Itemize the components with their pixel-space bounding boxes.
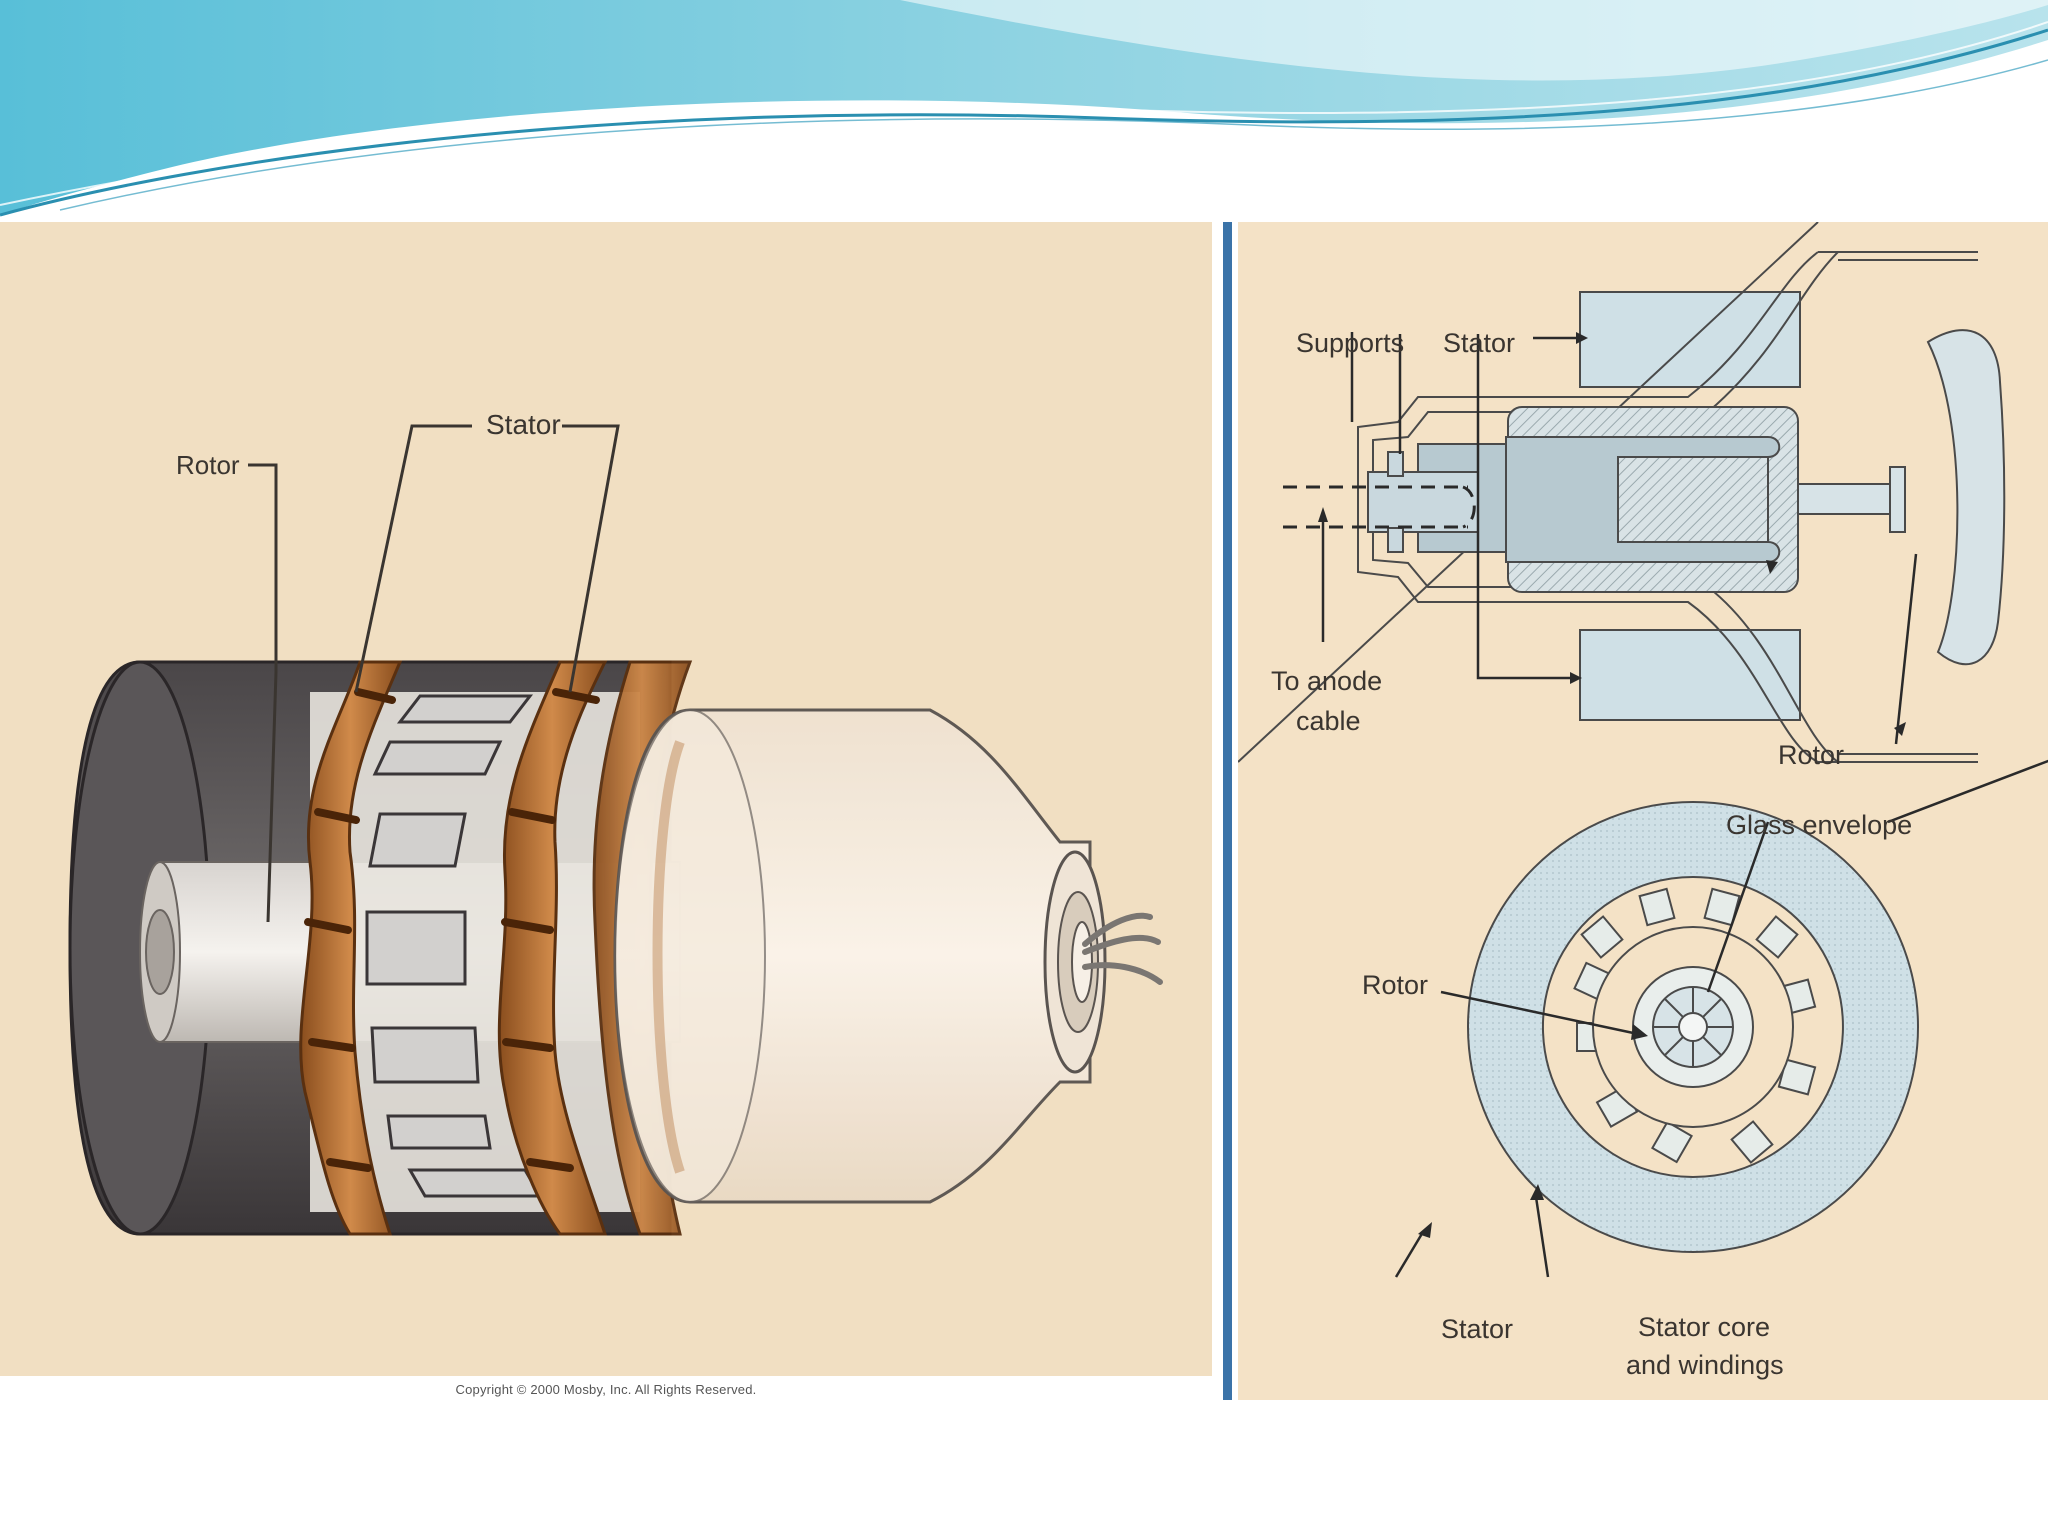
rotor-cross-section-diagram: Supports Stator To anode cable Rotor Gla… — [1238, 222, 2048, 1400]
stator-cross-section — [1467, 801, 1919, 1253]
panel-caption-strip — [0, 1376, 1212, 1400]
label-stator-core-1: Stator core — [1638, 1312, 1770, 1342]
label-rotor-side: Rotor — [1778, 740, 1844, 770]
stator-block-top — [1579, 291, 1801, 388]
motor-drawing: Rotor Stator — [68, 409, 1163, 1236]
label-rotor-center: Rotor — [1362, 970, 1428, 1000]
copyright-notice: Copyright © 2000 Mosby, Inc. All Rights … — [455, 1382, 757, 1397]
label-stator: Stator — [486, 409, 561, 440]
label-stator-top: Stator — [1443, 328, 1515, 358]
label-rotor: Rotor — [176, 450, 240, 480]
stator-plates — [365, 694, 543, 1198]
panel-divider — [1223, 222, 1232, 1400]
label-supports: Supports — [1296, 328, 1404, 358]
label-stator-core-2: and windings — [1626, 1350, 1784, 1380]
label-glass-envelope: Glass envelope — [1726, 810, 1912, 840]
label-stator-bottom: Stator — [1441, 1314, 1513, 1344]
header-wave-banner — [0, 0, 2048, 217]
anode-disc — [1926, 329, 2006, 666]
stator-block-bottom — [1579, 629, 1801, 721]
schematic-drawing: Supports Stator To anode cable Rotor Gla… — [1238, 222, 2048, 1380]
stator-winding-left — [299, 660, 403, 1236]
stator-winding-right — [497, 660, 608, 1236]
stator-rotor-illustration: Rotor Stator Copyright © 2000 Mosby, Inc… — [0, 222, 1212, 1400]
label-to-anode-1: To anode — [1271, 666, 1382, 696]
label-to-anode-2: cable — [1296, 706, 1361, 736]
